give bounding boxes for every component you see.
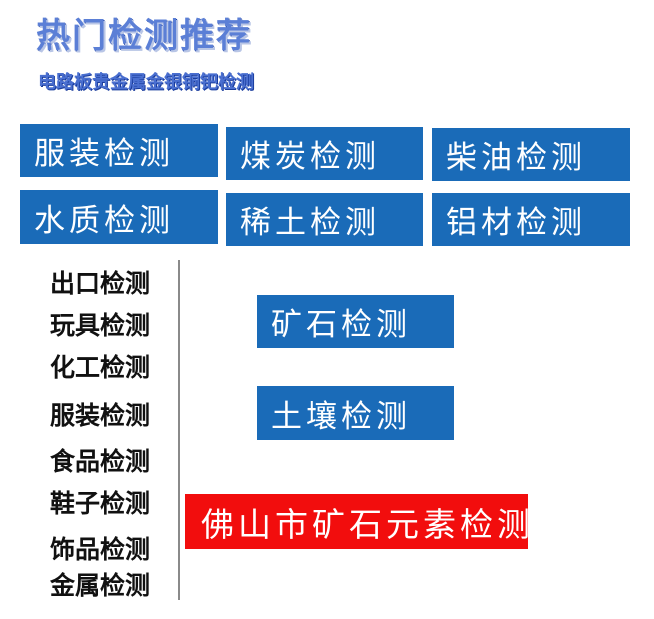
- list-item-food[interactable]: 食品检测: [50, 447, 151, 476]
- coal-test-button[interactable]: 煤炭检测: [226, 127, 423, 180]
- clothing-test-button[interactable]: 服装检测: [20, 124, 218, 177]
- list-item-chemical[interactable]: 化工检测: [50, 353, 151, 382]
- list-item-export[interactable]: 出口检测: [50, 269, 151, 298]
- ore-test-button[interactable]: 矿石检测: [257, 295, 454, 348]
- list-item-shoes[interactable]: 鞋子检测: [50, 489, 151, 518]
- foshan-ore-element-test-button[interactable]: 佛山市矿石元素检测: [185, 494, 528, 549]
- soil-test-button[interactable]: 土壤检测: [257, 386, 454, 440]
- list-item-metal[interactable]: 金属检测: [50, 571, 151, 600]
- list-item-accessories[interactable]: 饰品检测: [50, 535, 151, 564]
- page-title: 热门检测推荐: [36, 16, 252, 56]
- page-subtitle[interactable]: 电路板贵金属金银铜钯检测: [38, 72, 254, 93]
- list-item-toys[interactable]: 玩具检测: [50, 311, 151, 340]
- side-test-list: 出口检测 玩具检测 化工检测 服装检测 食品检测 鞋子检测 饰品检测 金属检测: [44, 260, 180, 600]
- aluminum-test-button[interactable]: 铝材检测: [432, 193, 630, 246]
- list-item-clothing[interactable]: 服装检测: [50, 401, 151, 430]
- diesel-test-button[interactable]: 柴油检测: [432, 128, 630, 181]
- rare-earth-test-button[interactable]: 稀土检测: [226, 193, 423, 246]
- water-quality-test-button[interactable]: 水质检测: [20, 190, 218, 244]
